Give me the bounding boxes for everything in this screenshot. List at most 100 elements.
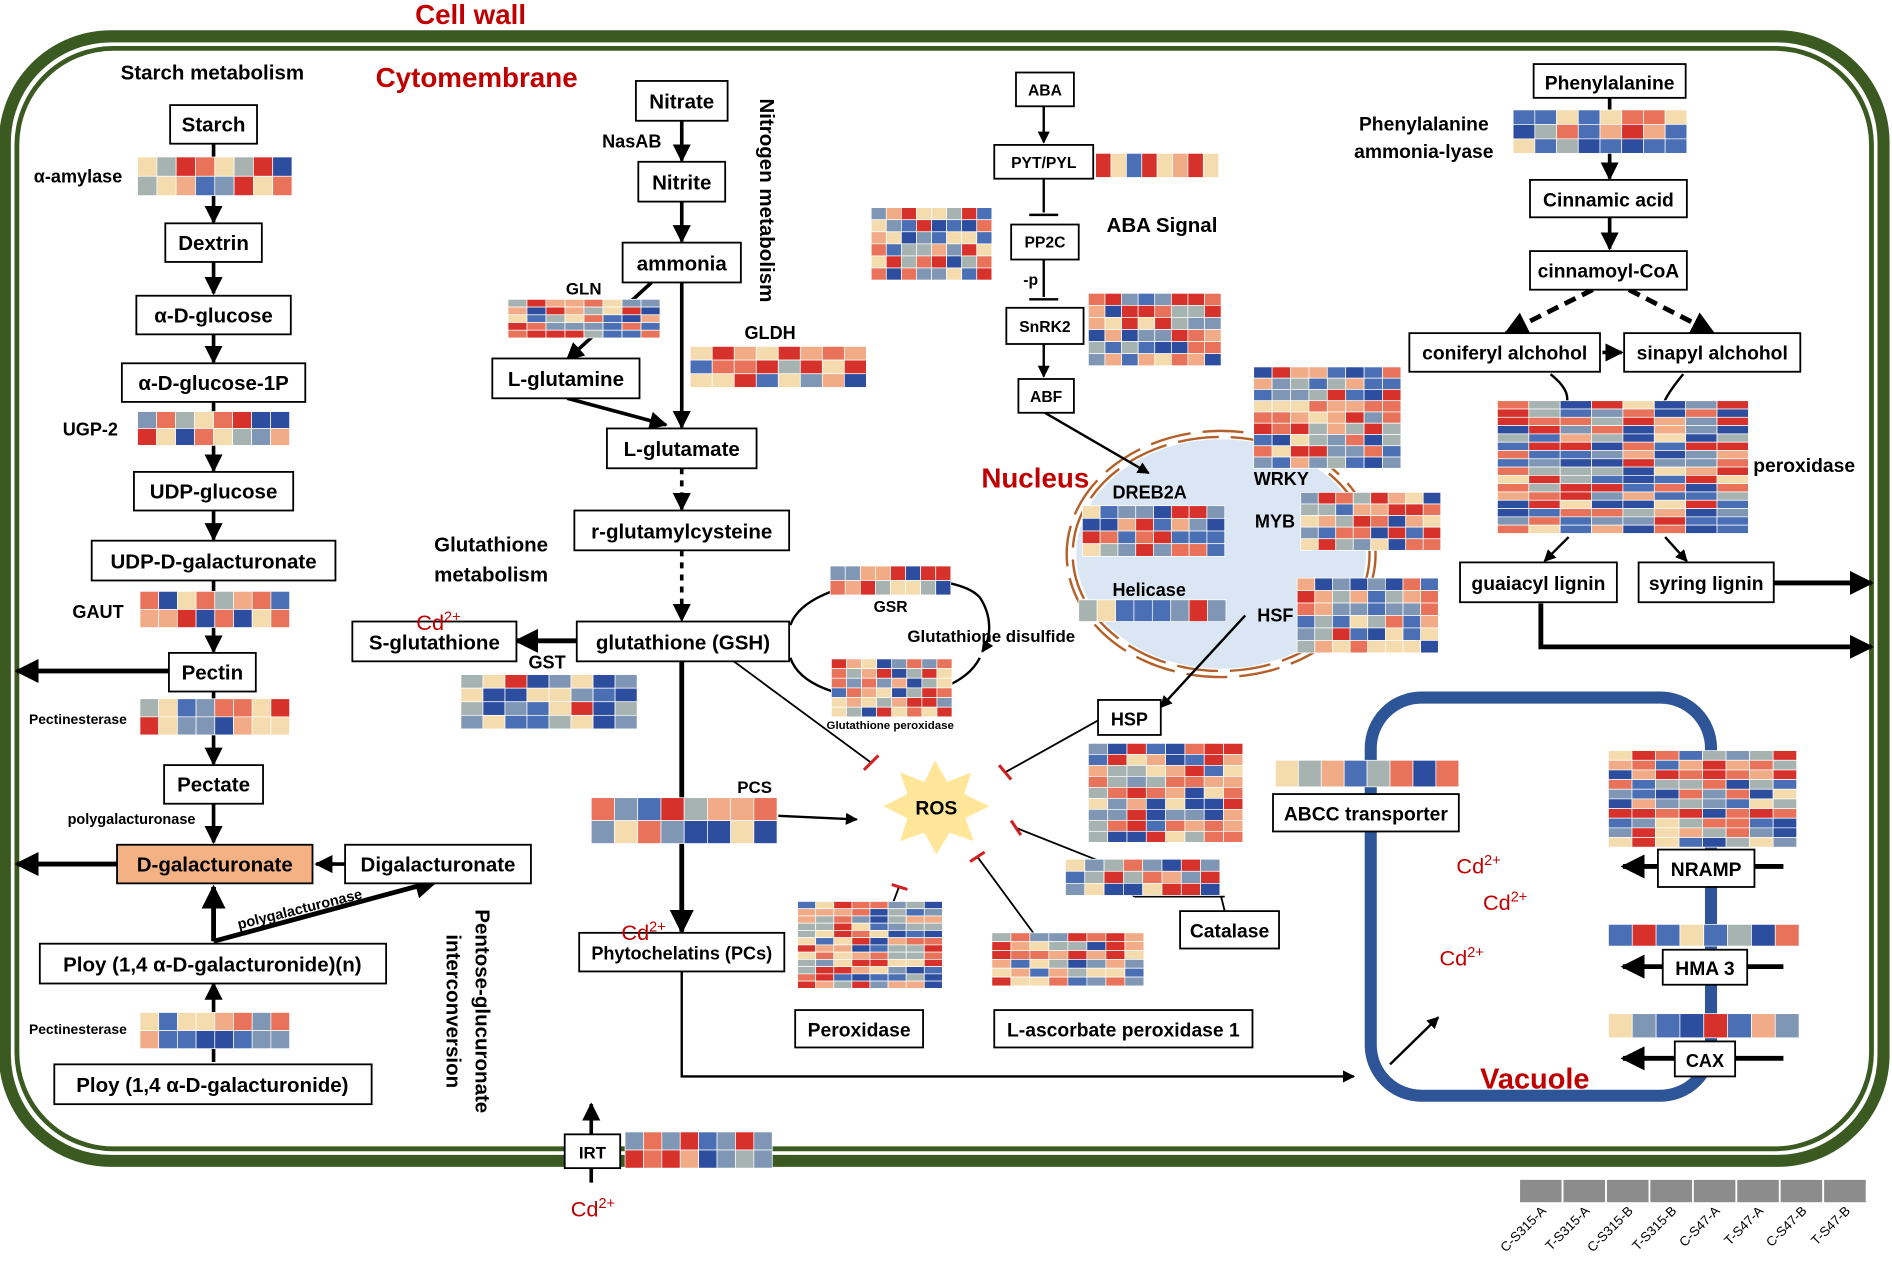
heatmap-cell [869,930,889,939]
heatmap-cell [1345,400,1365,413]
heatmap-cell [1010,941,1031,951]
enzyme-gsr: GSR [874,599,908,616]
heatmap-irt [624,1131,773,1169]
heatmap-cell [905,980,925,989]
heatmap-cell [869,973,889,982]
heatmap-cell [1643,109,1666,125]
heatmap-cell [1349,627,1369,641]
heatmap-cell [1749,759,1774,771]
heatmap-cell [753,1149,773,1169]
heatmap-cell [564,322,585,331]
heatmap-cell [643,1131,663,1151]
heatmap-cell [1308,366,1328,379]
heatmap-cell [891,697,908,708]
heatmap-cell [460,714,484,730]
heatmap-cell [1631,827,1656,838]
heatmap-cell [1170,543,1190,557]
heatmap-cell [1653,508,1687,518]
heatmap-cell [1435,759,1460,788]
heatmap-cell [1685,483,1718,493]
heatmap-cell [251,1012,272,1031]
heatmap-cell [885,243,902,257]
heatmap-cell [233,698,253,718]
heatmap-cell [1678,827,1703,838]
heatmap-cell [1702,759,1727,771]
title-vacuole: Vacuole [1480,1063,1589,1095]
heatmap-cell [923,959,943,967]
heatmap-cell [460,701,484,716]
heatmap-cell [1253,377,1273,390]
heatmap-cell [991,950,1012,960]
heatmap-cell [1622,400,1655,410]
heatmap-cell [755,346,779,361]
heatmap-cell [1184,765,1205,777]
nucleus-envelope-inner [1071,435,1371,673]
heatmap-cell [891,706,908,718]
heatmap-cell [1105,976,1126,987]
heatmap-cell [961,267,978,281]
heatmap-cell [195,590,216,610]
heatmap-cell [815,901,835,910]
heatmap-cell [1534,109,1557,125]
node-aba: ABA [1028,82,1062,99]
heatmap-cell [139,609,160,628]
heatmap-cell [1121,353,1139,367]
heatmap-hsf [1296,577,1439,654]
heatmap-cell [1716,416,1749,426]
heatmap-cell [1725,788,1750,800]
heatmap-cell [1352,515,1372,528]
heatmap-cell [1326,456,1347,469]
heatmap-cell [1349,640,1369,654]
heatmap-cell [1345,366,1365,379]
heatmap-cell [482,714,506,730]
heatmap-cell [1290,422,1310,435]
heatmap-cell [545,314,566,323]
heatmap-cell [590,797,615,821]
heatmap-cell [1702,779,1727,790]
heatmap-cell [1751,1013,1776,1039]
heatmap-cell [1271,456,1291,469]
heatmap-cell [976,243,993,257]
heatmap-cell [1497,483,1530,493]
heatmap-cell [829,565,846,581]
vacuole-membrane [1364,691,1718,1102]
heatmap-cell [1559,433,1592,443]
heatmap-cell [906,668,923,679]
heatmap-cell [1352,526,1372,540]
heatmap-cell [1655,837,1680,848]
heatmap-cell [905,973,925,982]
heatmap-cell [1048,950,1069,960]
heatmap-cell [1385,577,1404,591]
heatmap-gst [460,674,638,730]
heatmap-cell [797,937,817,946]
heatmap-cell [875,580,891,596]
heatmap-cell [1165,743,1186,755]
heatmap-cell [1370,526,1389,540]
heatmap-cell [1223,776,1244,788]
heatmap-cell [1170,329,1189,342]
heatmap-cell [833,915,853,924]
heatmap-cell [1308,400,1328,413]
heatmap-cell [1559,516,1592,526]
heatmap-cell [1088,292,1106,306]
node-pectin: Pectin [182,661,244,684]
heatmap-cell [270,590,290,610]
heatmap-cell [592,687,616,703]
heatmap-cell [1382,366,1402,379]
heatmap-cell [1067,959,1088,969]
heatmap-cell [976,219,993,233]
heatmap-cell [195,609,216,628]
heatmap-cell [876,706,893,718]
heatmap-cell [1622,524,1655,534]
heatmap-cell [1088,786,1109,799]
heatmap-cell [900,207,917,221]
heatmap-cell [923,980,943,989]
heatmap-cell [545,329,566,339]
heatmap-pectinesterase-top [139,698,290,736]
heatmap-cell [1591,441,1624,451]
heatmap-cell [936,697,953,708]
heatmap-cell [1727,1013,1752,1039]
heatmap-cell [777,346,801,361]
heatmap-cell [683,797,708,821]
heatmap-cell [194,411,214,429]
